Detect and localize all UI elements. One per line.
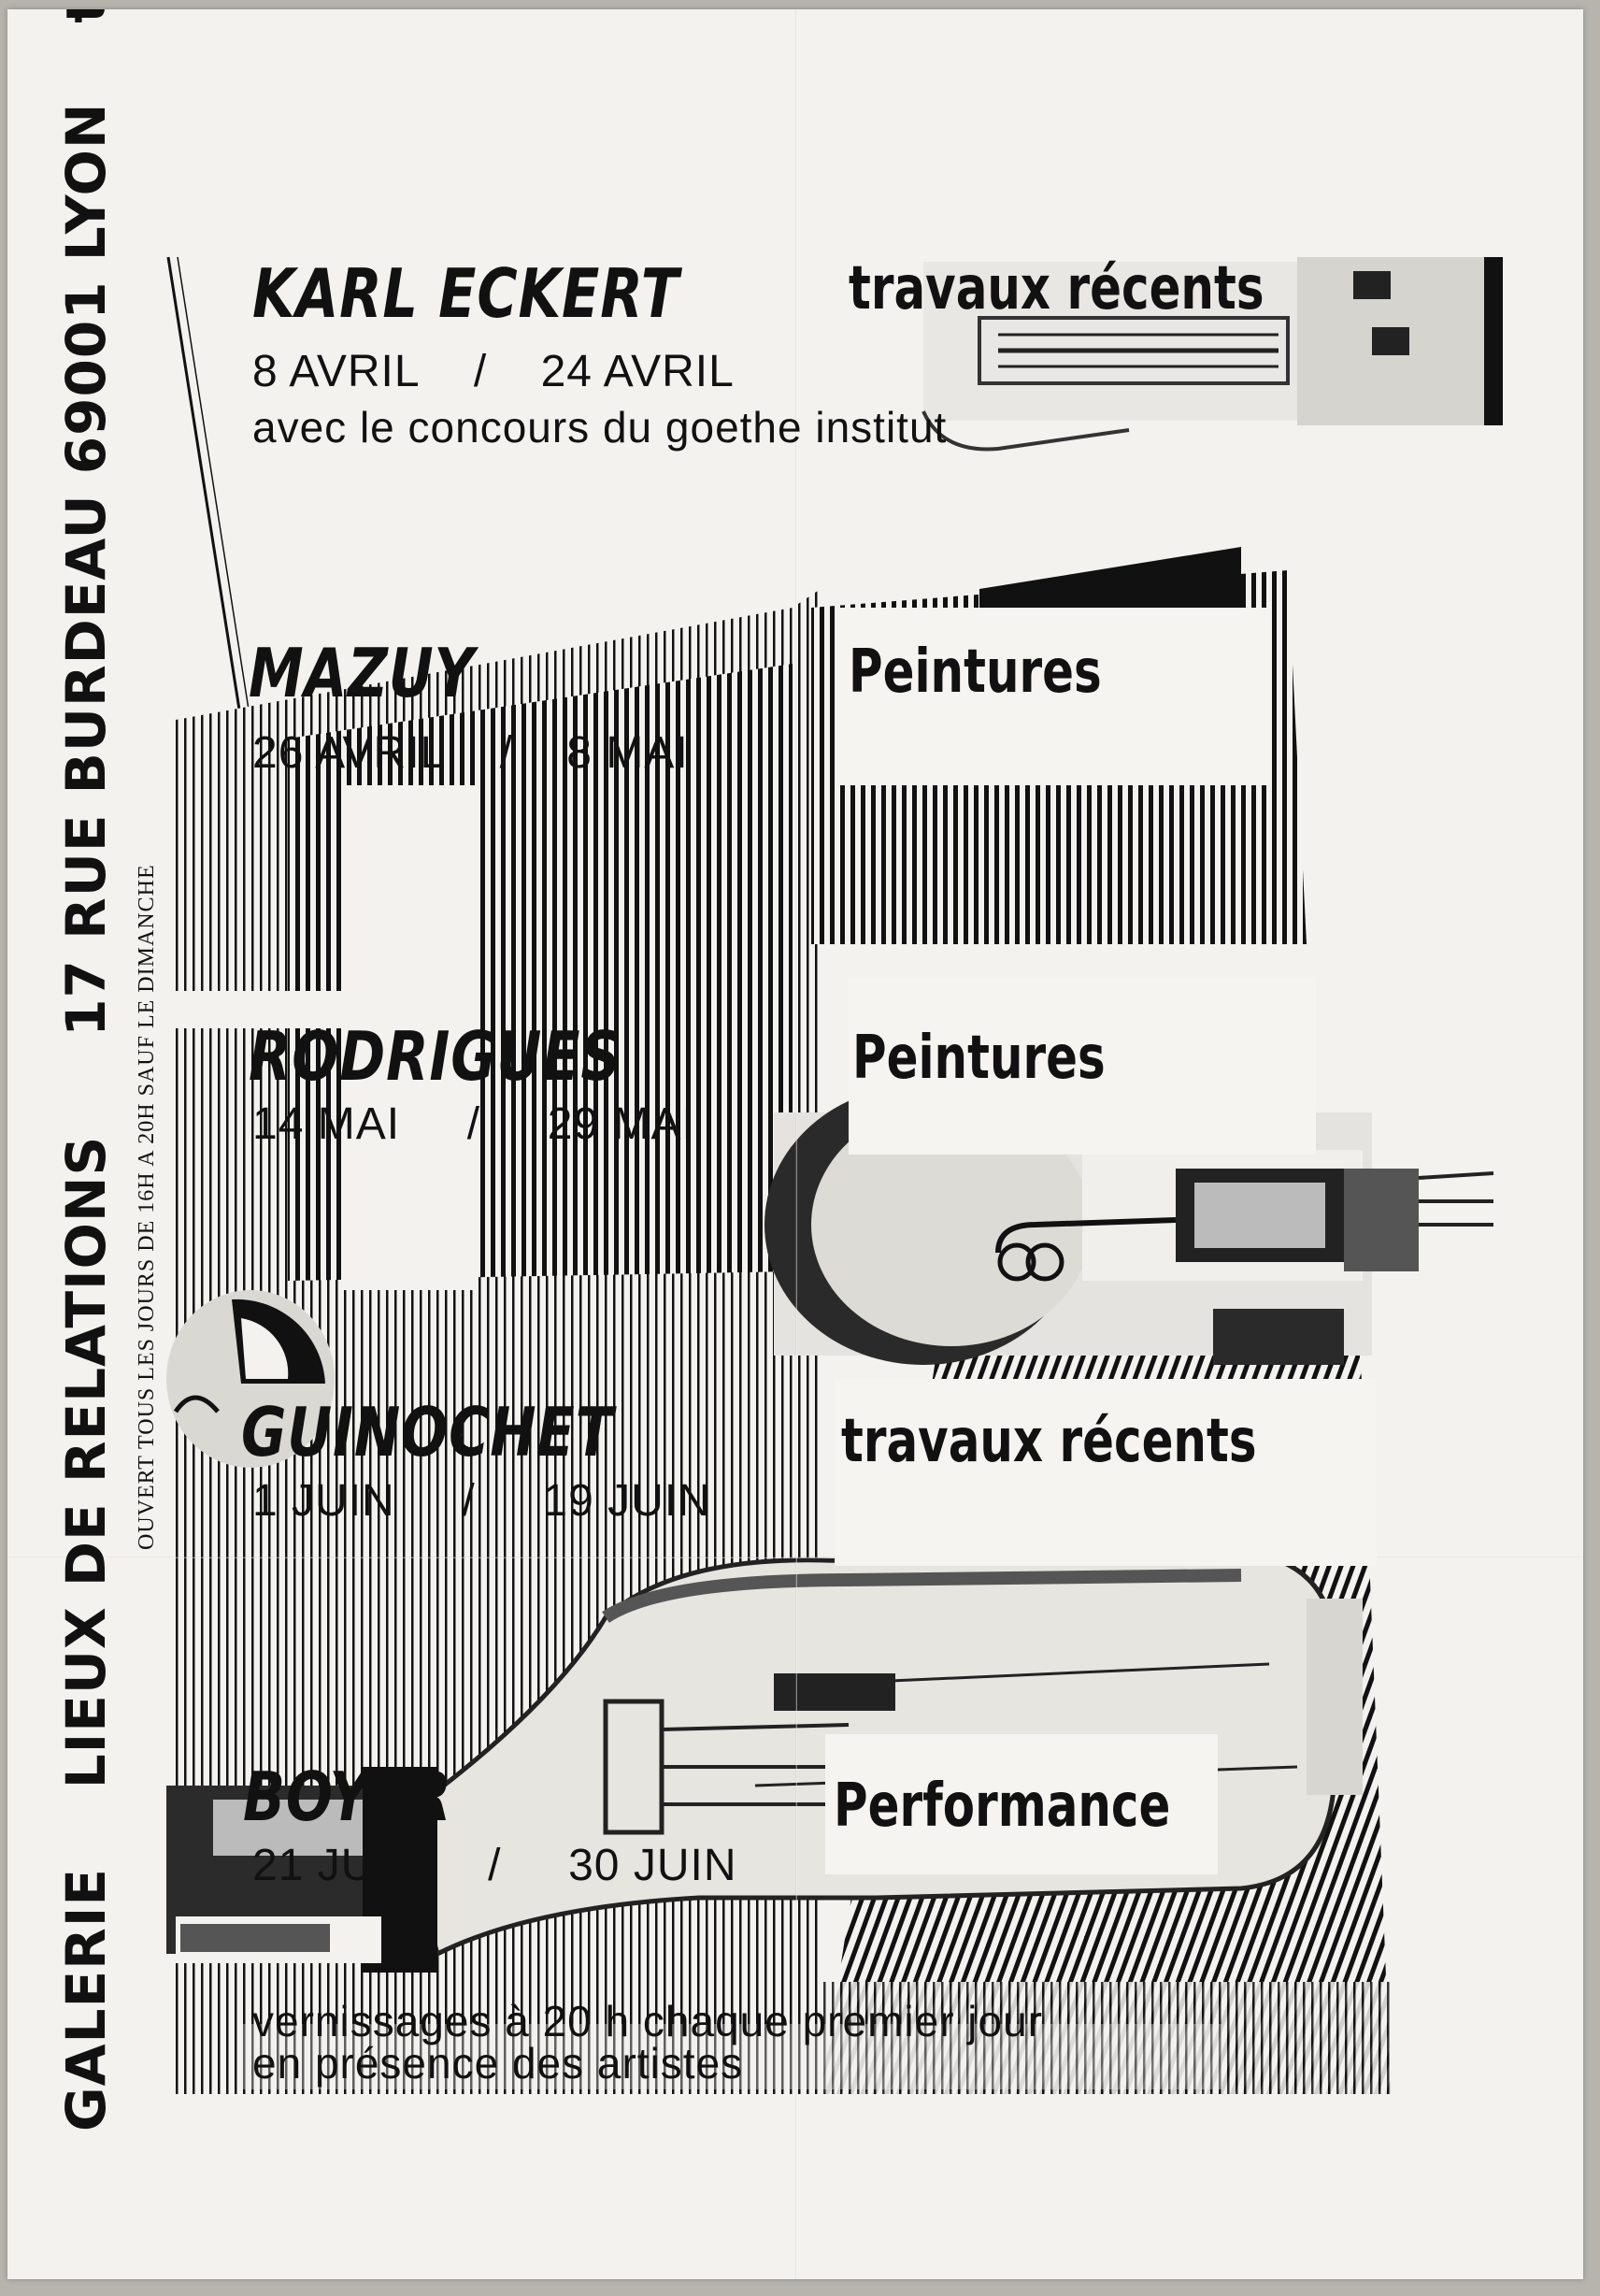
footer-opening-note: vernissages à 20 h chaque premier jour xyxy=(252,1997,1044,2045)
tube-image-middle xyxy=(764,1084,1494,1365)
gallery-phone: tel; 839 22 05 xyxy=(54,9,118,23)
artist-name-2: MAZUY xyxy=(249,634,476,712)
date-separator-1: / xyxy=(473,347,488,396)
label-card-4 xyxy=(835,1379,1377,1566)
end-date-3: 29 MAI xyxy=(547,1099,695,1149)
artist-name-5: BOYER xyxy=(243,1758,452,1836)
end-date-4: 19 JUIN xyxy=(542,1476,711,1526)
end-date-1: 24 AVRIL xyxy=(540,347,735,396)
exhibition-dates-5: 21 JUIN / 30 JUIN xyxy=(252,1840,737,1891)
label-card-3 xyxy=(849,977,1316,1155)
fold-line-vertical xyxy=(795,9,797,2279)
artist-name-3: RODRIGUES xyxy=(249,1017,621,1096)
tube-image-small xyxy=(921,257,1503,452)
gallery-side-text: GALERIE LIEUX DE RELATIONS 17 RUE BURDEA… xyxy=(54,9,118,2131)
fold-line-horizontal xyxy=(7,1557,1583,1558)
date-separator-2: / xyxy=(499,728,513,778)
exhibition-dates-1: 8 AVRIL / 24 AVRIL xyxy=(252,346,735,397)
gallery-address: 17 RUE BURDEAU 69001 LYON xyxy=(54,102,118,1037)
label-card-2 xyxy=(839,608,1269,785)
gallery-word: GALERIE xyxy=(54,1868,118,2131)
start-date-1: 8 AVRIL xyxy=(252,347,421,396)
artist-name-1: KARL ECKERT xyxy=(252,254,679,333)
footer-artists-note: en présence des artistes xyxy=(252,2039,744,2088)
exhibition-label-2: Peintures xyxy=(849,638,1102,707)
start-date-5: 21 JUIN xyxy=(252,1841,421,1890)
artist-name-4: GUINOCHET xyxy=(241,1393,614,1471)
exhibition-dates-3: 14 MAI / 29 MAI xyxy=(252,1098,695,1150)
exhibition-label-5: Performance xyxy=(834,1772,1171,1841)
exhibition-label-1: travaux récents xyxy=(849,254,1264,323)
bulb-image-small xyxy=(166,1290,335,1468)
exhibition-label-4: travaux récents xyxy=(841,1407,1257,1476)
gallery-name: LIEUX DE RELATIONS xyxy=(54,1135,118,1789)
label-card-5 xyxy=(825,1734,1218,1874)
exhibition-label-3: Peintures xyxy=(852,1024,1106,1093)
date-separator-4: / xyxy=(462,1476,476,1526)
opening-hours: OUVERT TOUS LES JOURS DE 16H A 20H SAUF … xyxy=(135,864,159,1550)
exhibition-dates-4: 1 JUIN / 19 JUIN xyxy=(252,1475,711,1527)
start-date-4: 1 JUIN xyxy=(252,1476,395,1526)
date-separator-3: / xyxy=(466,1099,481,1149)
sponsor-note: avec le concours du goethe institut xyxy=(252,403,948,452)
exhibition-dates-2: 26 AVRIL / 8 MAI xyxy=(252,727,689,779)
end-date-2: 8 MAI xyxy=(566,728,689,778)
poster: GALERIE LIEUX DE RELATIONS 17 RUE BURDEA… xyxy=(7,9,1583,2279)
end-date-5: 30 JUIN xyxy=(568,1841,737,1890)
start-date-2: 26 AVRIL xyxy=(252,728,447,778)
poster-artwork xyxy=(166,256,1503,2094)
date-separator-5: / xyxy=(488,1841,502,1890)
start-date-3: 14 MAI xyxy=(252,1099,401,1149)
